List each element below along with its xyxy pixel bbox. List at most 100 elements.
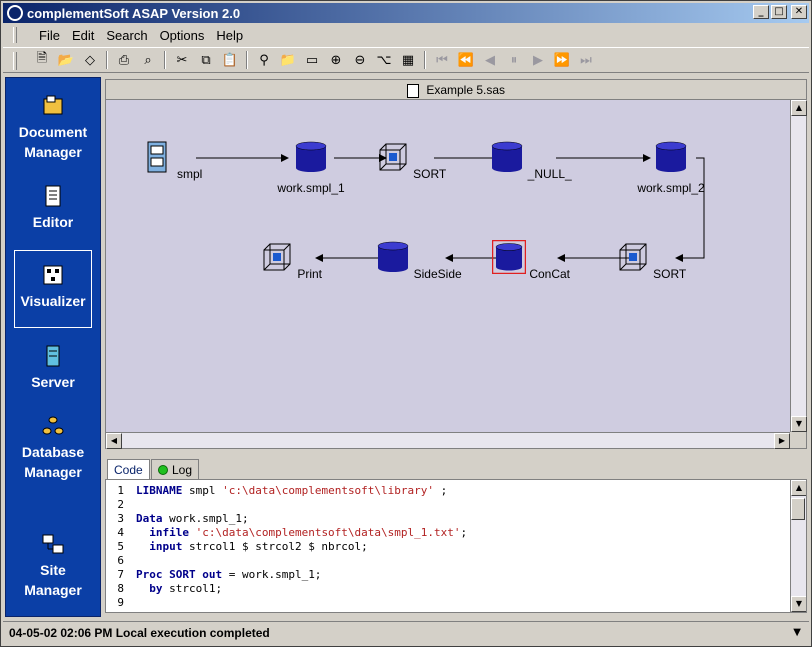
- code-line: 6: [106, 554, 806, 568]
- sidebar-label: Visualizer: [20, 293, 86, 309]
- folder-search-icon[interactable]: 📁: [279, 52, 297, 68]
- menu-edit[interactable]: Edit: [71, 27, 95, 43]
- minimize-button[interactable]: _: [753, 5, 769, 19]
- tab-label: Log: [172, 462, 193, 477]
- tab-code[interactable]: Code: [107, 459, 150, 479]
- print-icon[interactable]: ⎙: [118, 52, 130, 68]
- line-number: 5: [117, 540, 124, 553]
- canvas-vertical-scrollbar[interactable]: ▲ ▼: [790, 100, 807, 432]
- close-button[interactable]: ✕: [791, 5, 807, 19]
- toolbar: 🗎 📂 ◇ ⎙ ⌕ ✂ ⧉ 📋 ⚲ 📁 ▭ ⊕ ⊖ ⌥ ▦ ⏮ ⏪ ◀ ⏸ ▶ …: [3, 47, 809, 73]
- sidebar-item-server[interactable]: Server: [6, 344, 100, 392]
- title-bar[interactable]: complementSoft ASAP Version 2.0 _ □ ✕: [3, 3, 809, 23]
- code-token: infile: [136, 526, 196, 539]
- code-line: 8 by strcol1;: [106, 582, 806, 596]
- step-back-icon[interactable]: ◀: [485, 52, 495, 68]
- sidebar-item-site-manager[interactable]: Site Manager: [6, 532, 100, 600]
- scroll-down-icon[interactable]: ▼: [791, 416, 807, 432]
- print-preview-icon[interactable]: ⌕: [144, 52, 152, 68]
- flow-node[interactable]: _NULL_: [486, 140, 576, 181]
- flow-node[interactable]: work.smpl_1: [266, 140, 356, 195]
- sidebar-item-document-manager[interactable]: Document Manager: [6, 94, 100, 162]
- fast-forward-icon[interactable]: ⏩: [553, 52, 571, 68]
- zoom-out-icon[interactable]: ⊖: [354, 52, 366, 68]
- chevron-down-icon[interactable]: ▼: [793, 627, 801, 638]
- toolbar-separator: [106, 51, 108, 69]
- menu-search[interactable]: Search: [106, 27, 148, 43]
- menu-file[interactable]: File: [39, 27, 60, 43]
- sidebar-label: Server: [31, 374, 75, 390]
- code-token: Data: [136, 512, 170, 525]
- menu-help[interactable]: Help: [216, 27, 244, 43]
- open-folder-icon[interactable]: 📂: [57, 52, 75, 68]
- dataset-icon: [491, 239, 527, 275]
- paste-icon[interactable]: 📋: [221, 52, 239, 68]
- canvas-horizontal-scrollbar[interactable]: ◀ ▶: [106, 432, 790, 449]
- flow-node[interactable]: Print: [246, 240, 336, 281]
- node-label: smpl: [177, 167, 203, 181]
- scroll-up-icon[interactable]: ▲: [791, 480, 806, 496]
- toolbar-grip[interactable]: [13, 52, 17, 70]
- flow-node[interactable]: SideSide: [374, 240, 464, 281]
- first-icon[interactable]: ⏮: [436, 52, 448, 68]
- cut-icon[interactable]: ✂: [176, 52, 188, 68]
- menu-options[interactable]: Options: [159, 27, 205, 43]
- sidebar-item-editor[interactable]: Editor: [6, 184, 100, 232]
- scroll-left-icon[interactable]: ◀: [106, 433, 122, 449]
- zoom-in-icon[interactable]: ⊕: [330, 52, 342, 68]
- flow-canvas[interactable]: smpl work.smpl_1 SORT _NULL_ work.smpl_2…: [106, 100, 790, 432]
- new-file-icon[interactable]: 🗎: [36, 51, 48, 66]
- tab-log[interactable]: Log: [151, 459, 200, 479]
- sidebar-label: Editor: [32, 214, 74, 230]
- line-number: 8: [117, 582, 124, 595]
- code-line: 4 infile 'c:\data\complementsoft\data\sm…: [106, 526, 806, 540]
- window-icon[interactable]: ▭: [305, 52, 319, 68]
- flow-node[interactable]: SORT: [606, 240, 696, 281]
- sas-file-icon: [406, 83, 419, 98]
- line-number: 3: [117, 512, 124, 525]
- toolbar-separator: [164, 51, 166, 69]
- line-number: 1: [117, 484, 124, 497]
- flow-node[interactable]: work.smpl_2: [626, 140, 716, 195]
- dataset-icon: [295, 141, 327, 172]
- menu-bar: File Edit Search Options Help: [3, 25, 809, 45]
- code-vertical-scrollbar[interactable]: ▲ ▼: [790, 480, 806, 612]
- find-icon[interactable]: ⚲: [259, 52, 269, 68]
- dataset-icon: [378, 241, 409, 272]
- status-dot-icon: [158, 464, 168, 475]
- code-token: Proc SORT out: [136, 568, 229, 581]
- node-label: SideSide: [413, 267, 462, 281]
- code-token: ;: [434, 484, 448, 497]
- proc-cube-icon: [263, 243, 291, 271]
- visualizer-icon: [43, 265, 63, 285]
- scroll-thumb[interactable]: [791, 498, 805, 520]
- rewind-icon[interactable]: ⏪: [457, 52, 475, 68]
- node-label: work.smpl_1: [277, 181, 345, 195]
- menu-grip[interactable]: [13, 27, 17, 43]
- scroll-down-icon[interactable]: ▼: [791, 596, 806, 612]
- code-token: strcol1 $ strcol2 $ nbrcol;: [188, 540, 368, 553]
- flow-node[interactable]: SORT: [366, 140, 456, 181]
- scroll-up-icon[interactable]: ▲: [791, 100, 807, 116]
- proc-cube-icon: [619, 243, 647, 271]
- tree-layout-icon[interactable]: ⌥: [376, 52, 392, 68]
- toolbar-separator: [424, 51, 426, 69]
- sidebar-item-database-manager[interactable]: Database Manager: [6, 414, 100, 482]
- step-forward-icon[interactable]: ▶: [533, 52, 543, 68]
- maximize-button[interactable]: □: [771, 5, 787, 19]
- sas-file-icon: [147, 141, 167, 173]
- copy-icon[interactable]: ⧉: [201, 52, 211, 68]
- flow-node-selected[interactable]: ConCat: [486, 239, 576, 281]
- flow-node[interactable]: smpl: [126, 140, 216, 181]
- last-icon[interactable]: ⏭: [580, 52, 592, 68]
- code-line: 5 input strcol1 $ strcol2 $ nbrcol;: [106, 540, 806, 554]
- pause-icon[interactable]: ⏸: [510, 52, 518, 68]
- scroll-right-icon[interactable]: ▶: [774, 433, 790, 449]
- sidebar-item-visualizer[interactable]: Visualizer: [14, 250, 92, 328]
- grid-layout-icon[interactable]: ▦: [401, 52, 415, 68]
- eraser-icon[interactable]: ◇: [85, 52, 95, 68]
